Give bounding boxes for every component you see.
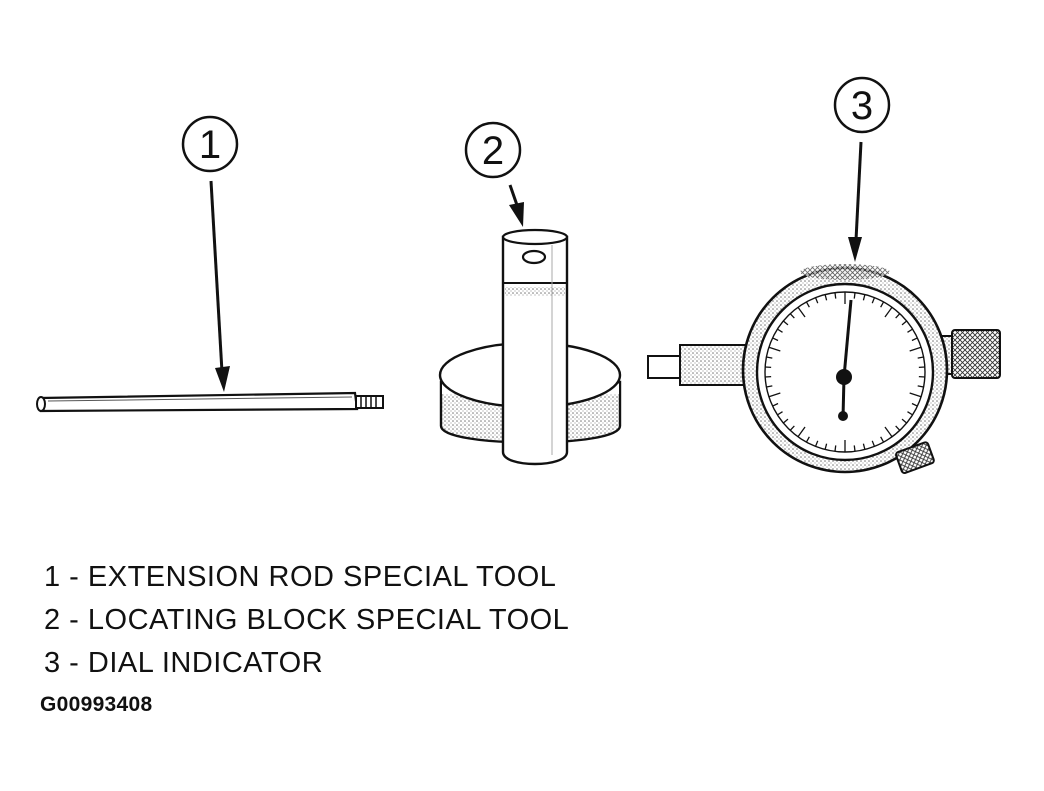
dial-tick: [884, 426, 893, 438]
dial-tick: [789, 313, 795, 319]
dial-tick: [782, 418, 789, 424]
callout-1-number: 1: [199, 123, 221, 167]
dial-tick: [884, 306, 893, 318]
dial-tick: [772, 337, 779, 342]
dial-tick: [907, 328, 913, 333]
dial-tick: [824, 443, 828, 450]
dial-tick: [824, 294, 828, 301]
dial-tick: [901, 320, 908, 326]
dial-tick: [901, 418, 908, 424]
dial-tick: [917, 385, 924, 388]
legend: 1 - EXTENSION ROD SPECIAL TOOL 2 - LOCAT…: [44, 556, 569, 685]
callout-2: 2: [464, 121, 524, 227]
dial-tick: [768, 392, 781, 398]
dial-tick: [911, 337, 918, 342]
dial-tick: [805, 436, 810, 443]
dial-tick: [814, 297, 819, 304]
figure-id: G00993408: [40, 693, 153, 716]
dial-tick: [895, 425, 901, 431]
dial-tick: [766, 356, 773, 359]
dial-tick: [766, 385, 773, 388]
dial-tick: [871, 440, 876, 447]
dial-tick: [909, 392, 922, 398]
dial-tick: [777, 411, 783, 416]
callout-1: 1: [181, 115, 239, 392]
tools-illustration: 1 2: [36, 76, 1001, 474]
legend-item-extension-rod: 1 - EXTENSION ROD SPECIAL TOOL: [44, 561, 557, 593]
legend-item-dial-indicator: 3 - DIAL INDICATOR: [44, 647, 324, 679]
dial-tick: [853, 445, 856, 452]
dial-tick: [772, 402, 779, 407]
callout-3: 3: [833, 76, 891, 262]
dial-tick: [834, 445, 837, 452]
locating-block-tool: [438, 228, 622, 466]
dial-indicator-tool: [647, 264, 1001, 474]
dial-tick: [789, 425, 795, 431]
dial-tick: [909, 346, 922, 352]
dial-tick: [797, 306, 806, 318]
dial-tick: [911, 402, 918, 407]
dial-tick: [814, 440, 819, 447]
callout-2-number: 2: [482, 129, 504, 173]
dial-tick: [777, 328, 783, 333]
dial-tick: [834, 292, 837, 299]
callout-3-number: 3: [851, 84, 873, 128]
dial-tick: [862, 294, 866, 301]
dial-tick: [782, 320, 789, 326]
dial-tick: [880, 301, 885, 308]
dial-tick: [917, 356, 924, 359]
dial-tick: [880, 436, 885, 443]
dial-tick: [797, 426, 806, 438]
dial-tick: [871, 297, 876, 304]
dial-tick: [805, 301, 810, 308]
dial-tick: [768, 346, 781, 352]
dial-tick: [853, 292, 856, 299]
legend-item-locating-block: 2 - LOCATING BLOCK SPECIAL TOOL: [44, 604, 570, 636]
dial-tick: [895, 313, 901, 319]
dial-tick: [907, 411, 913, 416]
dial-tick: [862, 443, 866, 450]
extension-rod-tool: [36, 391, 384, 413]
